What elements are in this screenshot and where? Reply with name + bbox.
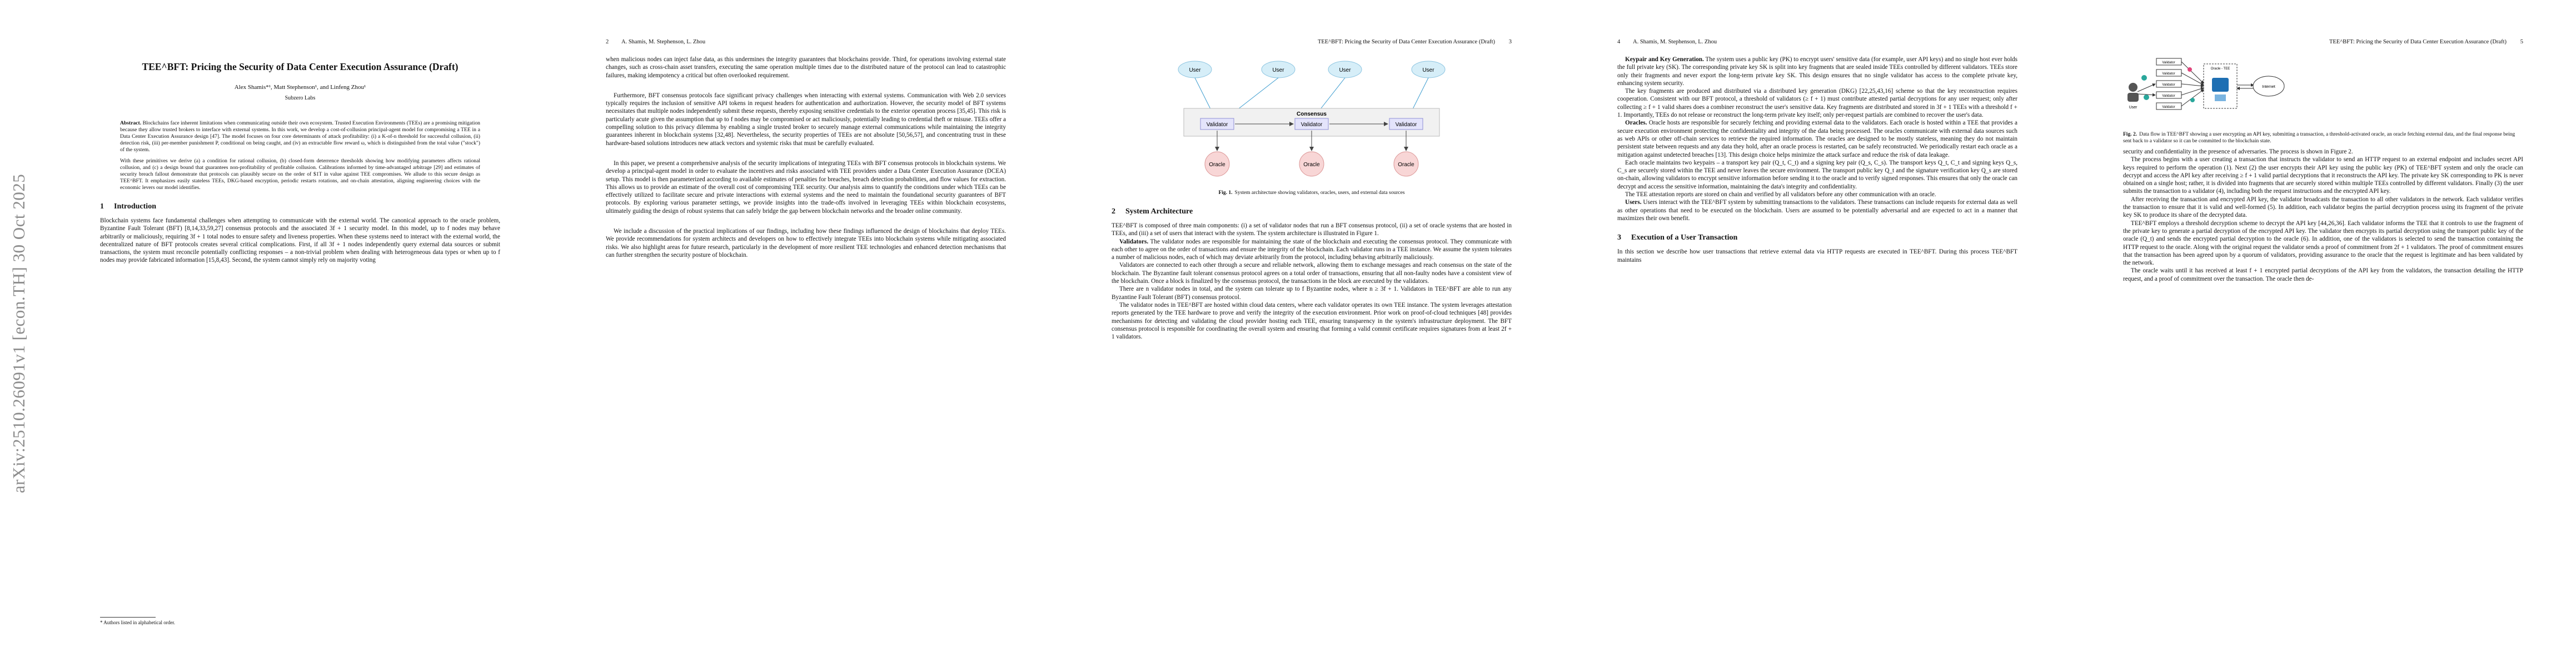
- svg-text:Validator: Validator: [2162, 106, 2175, 109]
- p5-para-2: The process begins with a user creating …: [2123, 156, 2523, 195]
- p5-para-3: After receiving the transaction and encr…: [2123, 196, 2523, 219]
- running-head: 4 A. Shamis, M. Stephenson, L. Zhou: [1617, 39, 2017, 47]
- oracle-node: [1299, 151, 1324, 177]
- figure-1-caption: Fig. 1.System architecture showing valid…: [1218, 190, 1405, 196]
- p4-para-5: The TEE attestation reports are stored o…: [1625, 191, 1936, 198]
- p4-para-7: In this section we describe how user tra…: [1617, 248, 2017, 263]
- page-number: 5: [2520, 39, 2523, 45]
- user-icon: [2127, 93, 2139, 102]
- svg-text:Validator: Validator: [2162, 94, 2175, 98]
- page-number: 2: [606, 39, 609, 45]
- oracle-label: Oracle: [1303, 162, 1320, 168]
- oracle-icon: [2212, 78, 2229, 92]
- validator-node: [1389, 118, 1423, 130]
- arxiv-stamp: arXiv:2510.26091v1 [econ.TH] 30 Oct 2025: [2, 0, 36, 667]
- internet-cloud: [2253, 76, 2285, 97]
- user-label: User: [1272, 67, 1284, 73]
- oracle-tee-label: Oracle - TEE: [2211, 67, 2230, 71]
- user-label: User: [1189, 67, 1201, 73]
- running-head-text: TEE^BFT: Pricing the Security of Data Ce…: [2329, 39, 2507, 45]
- figure-2-data-flow: User Validator Validator Validator Valid…: [2127, 58, 2285, 110]
- oracle-node: [1204, 151, 1230, 177]
- p2-para-1: when malicious nodes can inject false da…: [606, 56, 1006, 79]
- step-marker: [2188, 67, 2192, 72]
- step-marker: [2190, 98, 2195, 102]
- oracle-tee-box: [2203, 63, 2238, 109]
- p3-para-2: Validators. The validator nodes are resp…: [1112, 238, 1512, 261]
- user-icon: [2129, 83, 2137, 92]
- oracle-icon: [2215, 94, 2226, 101]
- p4-para-6: Users. Users interact with the TEE^BFT s…: [1617, 199, 2017, 222]
- svg-text:Validator: Validator: [2162, 83, 2175, 87]
- p4-para-1: Keypair and Key Generation. The system u…: [1617, 56, 2017, 87]
- step-marker: [2141, 75, 2147, 81]
- page-5: TEE^BFT: Pricing the Security of Data Ce…: [2067, 0, 2576, 667]
- svg-text:Validator: Validator: [2162, 72, 2175, 76]
- abstract-label: Abstract.: [120, 120, 142, 126]
- p2-para-3: In this paper, we present a comprehensiv…: [606, 160, 1006, 215]
- p3-para-5: The validator nodes in TEE^BFT are hoste…: [1112, 301, 1512, 341]
- running-head-text: A. Shamis, M. Stephenson, L. Zhou: [621, 39, 706, 45]
- validator-label: Validator: [1396, 122, 1417, 128]
- arxiv-id: arXiv:2510.26091v1 [econ.TH] 30 Oct 2025: [9, 173, 28, 494]
- oracle-node: [1393, 151, 1419, 177]
- svg-text:Validator: Validator: [2162, 61, 2175, 64]
- internet-label: Internet: [2262, 85, 2275, 89]
- p2-para-4: We include a discussion of the practical…: [606, 228, 1006, 258]
- authors: Alex Shamis*¹, Matt Stephenson¹, and Lin…: [234, 84, 366, 91]
- consensus-label: Consensus: [1297, 111, 1327, 117]
- validator-node: [1294, 118, 1329, 130]
- validator-label: Validator: [1301, 122, 1323, 128]
- figure-1-architecture: User User User User Consensus Validator …: [1178, 61, 1446, 177]
- running-head: TEE^BFT: Pricing the Security of Data Ce…: [2123, 39, 2523, 47]
- oracle-label: Oracle: [1209, 162, 1225, 168]
- validator-node: [1200, 118, 1234, 130]
- p3-para-4: There are n validator nodes in total, an…: [1112, 286, 1512, 301]
- p4-para-3: Oracles. Oracle hosts are responsible fo…: [1617, 120, 2018, 158]
- running-head-text: A. Shamis, M. Stephenson, L. Zhou: [1633, 39, 1717, 45]
- p4-para-4: Each oracle maintains two keypairs – a t…: [1617, 159, 2017, 190]
- p5-para-1: security and confidentiality in the pres…: [2123, 148, 2353, 155]
- p3-para-1: TEE^BFT is composed of three main compon…: [1112, 222, 1512, 237]
- p5-para-5: The oracle waits until it has received a…: [2123, 267, 2523, 282]
- footnote: * Authors listed in alphabetical order.: [100, 617, 500, 625]
- running-head-text: TEE^BFT: Pricing the Security of Data Ce…: [1317, 39, 1495, 45]
- figure-2-caption: Fig. 2.Data flow in TEE^BFT showing a us…: [2123, 132, 2515, 144]
- p4-para-2: The key fragments are produced and distr…: [1617, 88, 2017, 119]
- user-label: User: [2129, 106, 2137, 109]
- page-1: TEE^BFT: Pricing the Security of Data Ce…: [44, 0, 556, 667]
- page-number: 3: [1508, 39, 1512, 45]
- user-label: User: [1422, 67, 1434, 73]
- validator-label: Validator: [1207, 122, 1228, 128]
- abstract-p1: Blockchains face inherent limitations wh…: [120, 120, 480, 153]
- oracle-label: Oracle: [1398, 162, 1414, 168]
- paper-title: TEE^BFT: Pricing the Security of Data Ce…: [142, 61, 459, 72]
- intro-p1: Blockchain systems face fundamental chal…: [100, 217, 500, 264]
- running-head: TEE^BFT: Pricing the Security of Data Ce…: [1112, 39, 1512, 47]
- page-2: 2 A. Shamis, M. Stephenson, L. Zhou when…: [550, 0, 1062, 667]
- step-marker: [2144, 94, 2149, 100]
- page-4: 4 A. Shamis, M. Stephenson, L. Zhou Keyp…: [1562, 0, 2073, 667]
- page-number: 4: [1617, 39, 1621, 45]
- p2-para-2: Furthermore, BFT consensus protocols fac…: [606, 92, 1006, 147]
- abstract: Abstract. Blockchains face inherent limi…: [120, 120, 480, 191]
- user-label: User: [1339, 67, 1351, 73]
- running-head: 2 A. Shamis, M. Stephenson, L. Zhou: [606, 39, 1006, 47]
- abstract-p2: With these primitives we derive (a) a co…: [120, 158, 480, 191]
- page-3: TEE^BFT: Pricing the Security of Data Ce…: [1056, 0, 1567, 667]
- p3-para-3: Validators are connected to each other t…: [1112, 262, 1512, 285]
- p5-para-4: TEE^BFT employs a threshold decryption s…: [2123, 220, 2523, 267]
- affiliation: Subzero Labs: [285, 95, 316, 101]
